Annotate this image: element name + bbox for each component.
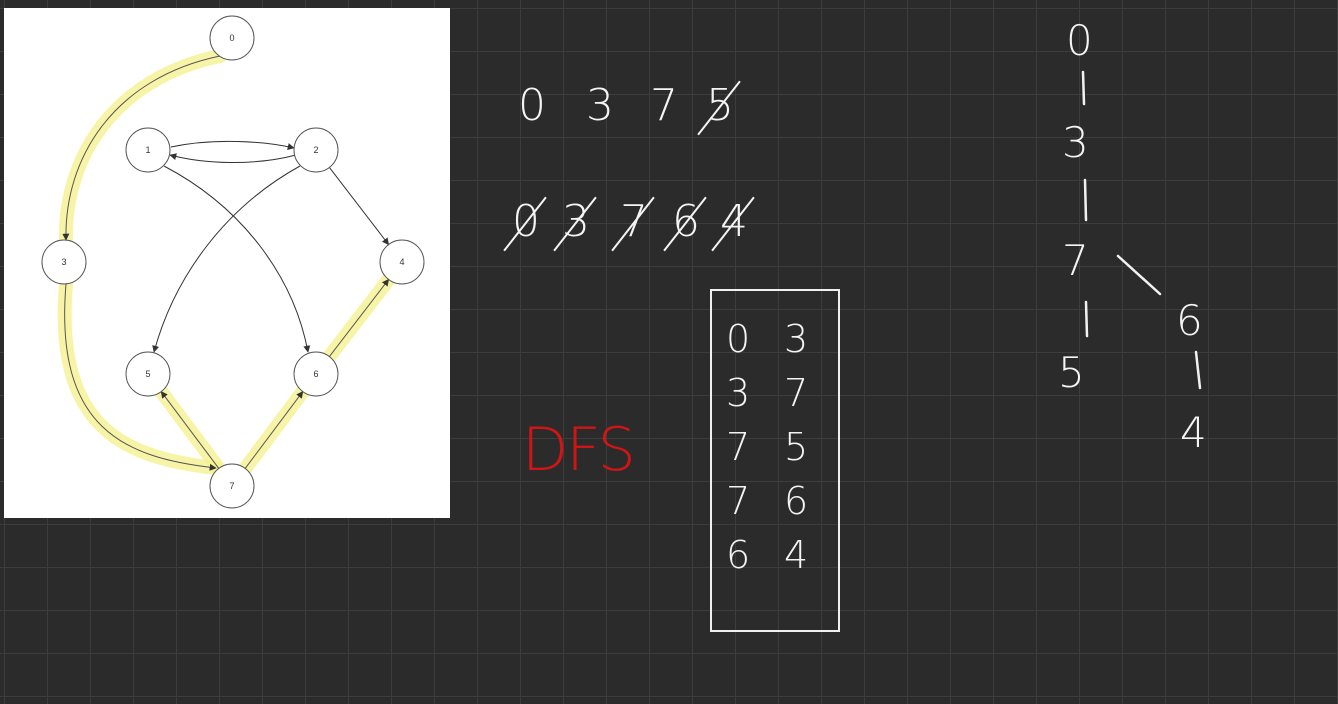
edge-2-5 — [152, 165, 301, 353]
node-2: 2 — [293, 127, 339, 173]
tree-edge-0-3 — [1081, 70, 1086, 106]
edge-to: 4 — [784, 533, 809, 577]
tree-edge-7-5 — [1084, 300, 1089, 338]
edge-1-2 — [170, 140, 295, 150]
tree-edge-7-6 — [1116, 254, 1162, 296]
node-circle — [293, 127, 339, 173]
node-4: 4 — [379, 239, 425, 285]
tree-edge-6-4 — [1194, 350, 1202, 390]
node-1: 1 — [125, 127, 171, 173]
node-circle — [125, 351, 171, 397]
tree-node-5: 5 — [1058, 348, 1085, 397]
node-circle — [125, 127, 171, 173]
node-7: 7 — [209, 463, 255, 509]
edge-to: 3 — [784, 317, 809, 361]
node-label: 4 — [399, 257, 404, 267]
edge-from: 7 — [726, 425, 751, 469]
directed-graph: 0 1 2 3 4 5 6 7 — [41, 15, 425, 509]
edge-from: 0 — [726, 317, 751, 361]
tree-node-7: 7 — [1062, 236, 1089, 285]
edge-1-6 — [163, 165, 311, 353]
tree-node-6: 6 — [1176, 296, 1203, 345]
edge-0-3 — [62, 55, 221, 241]
tree-edge-3-7 — [1083, 178, 1088, 222]
tree-node-3: 3 — [1062, 118, 1089, 167]
node-label: 5 — [145, 369, 150, 379]
edge-to: 5 — [784, 425, 809, 469]
edge-from: 6 — [726, 533, 751, 577]
edge-from: 7 — [726, 479, 751, 523]
graph-figure: 0 1 2 3 4 5 6 7 — [4, 8, 450, 518]
edge-to: 6 — [784, 479, 809, 523]
graph-nodes: 0 1 2 3 4 5 6 7 — [41, 15, 425, 509]
dfs-label: DFS — [522, 415, 636, 485]
graph-edges — [62, 55, 390, 471]
tree-node-4: 4 — [1180, 408, 1207, 457]
node-circle — [293, 351, 339, 397]
tree-node-0: 0 — [1066, 16, 1093, 65]
node-label: 3 — [61, 257, 66, 267]
node-label: 7 — [229, 481, 234, 491]
edge-to: 7 — [784, 371, 809, 415]
edge-7-6 — [244, 391, 304, 469]
node-circle — [379, 239, 425, 285]
edge-2-4 — [329, 167, 390, 246]
node-circle — [209, 15, 255, 61]
sequence-digit: 0 — [518, 80, 546, 131]
edge-6-4 — [329, 278, 390, 357]
node-label: 6 — [313, 369, 318, 379]
node-3: 3 — [41, 239, 87, 285]
edge-from: 3 — [726, 371, 751, 415]
node-circle — [209, 463, 255, 509]
node-circle — [41, 239, 87, 285]
node-5: 5 — [125, 351, 171, 397]
edge-3-7 — [64, 283, 217, 471]
node-label: 0 — [229, 33, 234, 43]
sequence-digit: 3 — [586, 80, 614, 131]
sequence-digit: 7 — [650, 80, 678, 131]
node-6: 6 — [293, 351, 339, 397]
node-label: 2 — [313, 145, 318, 155]
edge-7-5 — [160, 391, 220, 469]
edge-2-1 — [169, 153, 297, 163]
node-0: 0 — [209, 15, 255, 61]
node-label: 1 — [145, 145, 150, 155]
